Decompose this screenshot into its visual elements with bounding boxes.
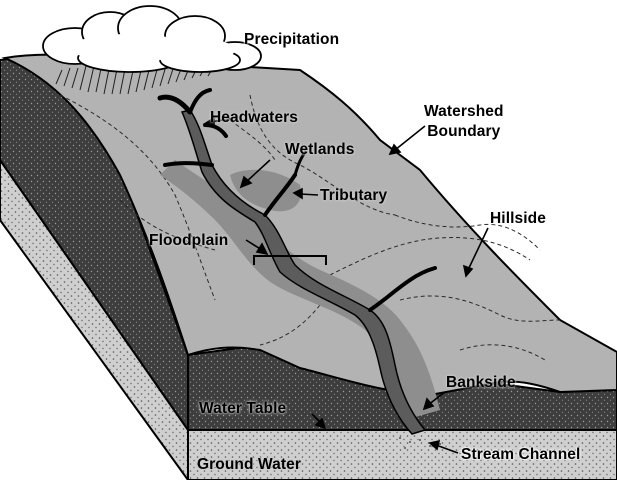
label-tributary: Tributary: [320, 187, 388, 204]
hillside-surface: [1, 53, 617, 397]
label-bankside: Bankside: [446, 374, 516, 391]
label-hillside: Hillside: [490, 210, 546, 227]
label-floodplain: Floodplain: [149, 232, 229, 249]
label-ground-water: Ground Water: [197, 456, 301, 473]
label-pointers: [204, 116, 489, 454]
tributaries: [157, 88, 437, 312]
label-wetlands: Wetlands: [285, 141, 355, 158]
floodplain-bracket: [253, 255, 327, 265]
rain-lines: [55, 63, 215, 95]
label-headwaters: Headwaters: [210, 109, 299, 126]
label-precipitation: Precipitation: [244, 31, 340, 48]
label-stream-channel: Stream Channel: [461, 446, 581, 463]
stream-outlet-gravel: [399, 437, 441, 449]
label-watershed-line1: Watershed: [424, 103, 504, 120]
sub-watershed-divides: [59, 94, 561, 361]
label-watershed-boundary: Watershed Boundary: [424, 102, 504, 142]
label-watershed-line2: Boundary: [427, 123, 501, 140]
label-water-table: Water Table: [199, 400, 287, 417]
floodplain-band: [160, 160, 440, 420]
